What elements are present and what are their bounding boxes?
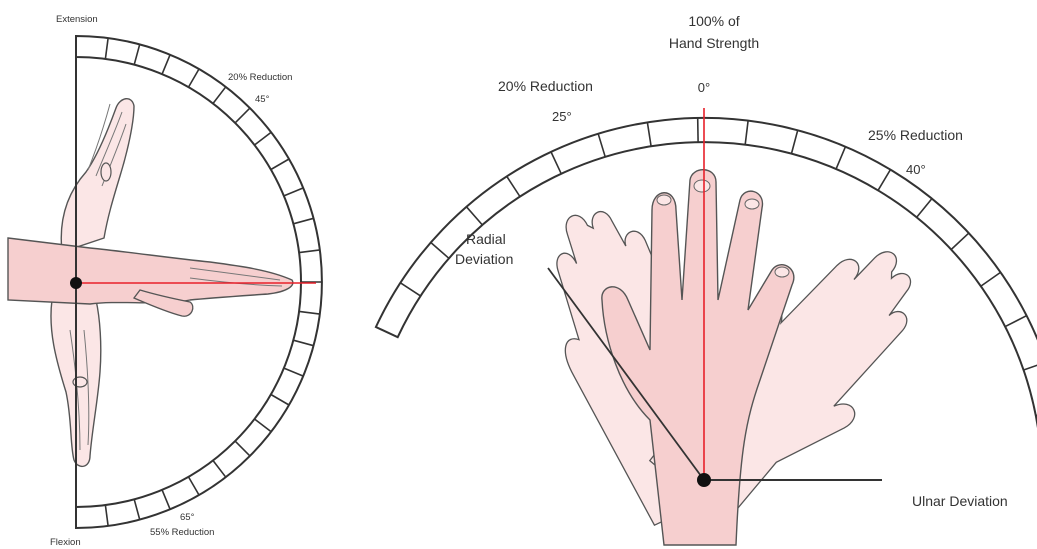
radial-reduction-label: 20% Reduction: [498, 78, 593, 94]
radial-deviation-label-line1: Radial: [466, 231, 506, 247]
neutral-forearm-hand: [8, 238, 293, 316]
extension-angle-label: 45°: [255, 94, 270, 105]
radial-ulnar-diagram: 100% of Hand Strength 0° 20% Reduction 2…: [376, 13, 1037, 545]
flexion-reduction-label: 55% Reduction: [150, 527, 214, 538]
flexion-angle-label: 65°: [180, 512, 195, 523]
strength-label-line2: Hand Strength: [669, 35, 759, 51]
left-wrist-pivot: [70, 277, 82, 289]
radial-deviation-label-line2: Deviation: [455, 251, 513, 267]
ulnar-deviation-label: Ulnar Deviation: [912, 493, 1008, 509]
ulnar-reduction-label: 25% Reduction: [868, 127, 963, 143]
strength-label-line1: 100% of: [688, 13, 739, 29]
extension-reduction-label: 20% Reduction: [228, 72, 292, 83]
right-wrist-pivot: [697, 473, 711, 487]
flexion-label: Flexion: [50, 537, 81, 548]
extended-hand: [61, 99, 134, 252]
ulnar-angle-label: 40°: [906, 162, 926, 177]
extension-label: Extension: [56, 14, 98, 25]
radial-angle-label: 25°: [552, 109, 572, 124]
flexion-extension-diagram: Extension 20% Reduction 45° 65° 55% Redu…: [8, 14, 322, 548]
zero-angle-label: 0°: [698, 80, 710, 95]
neutral-hand: [602, 170, 794, 545]
